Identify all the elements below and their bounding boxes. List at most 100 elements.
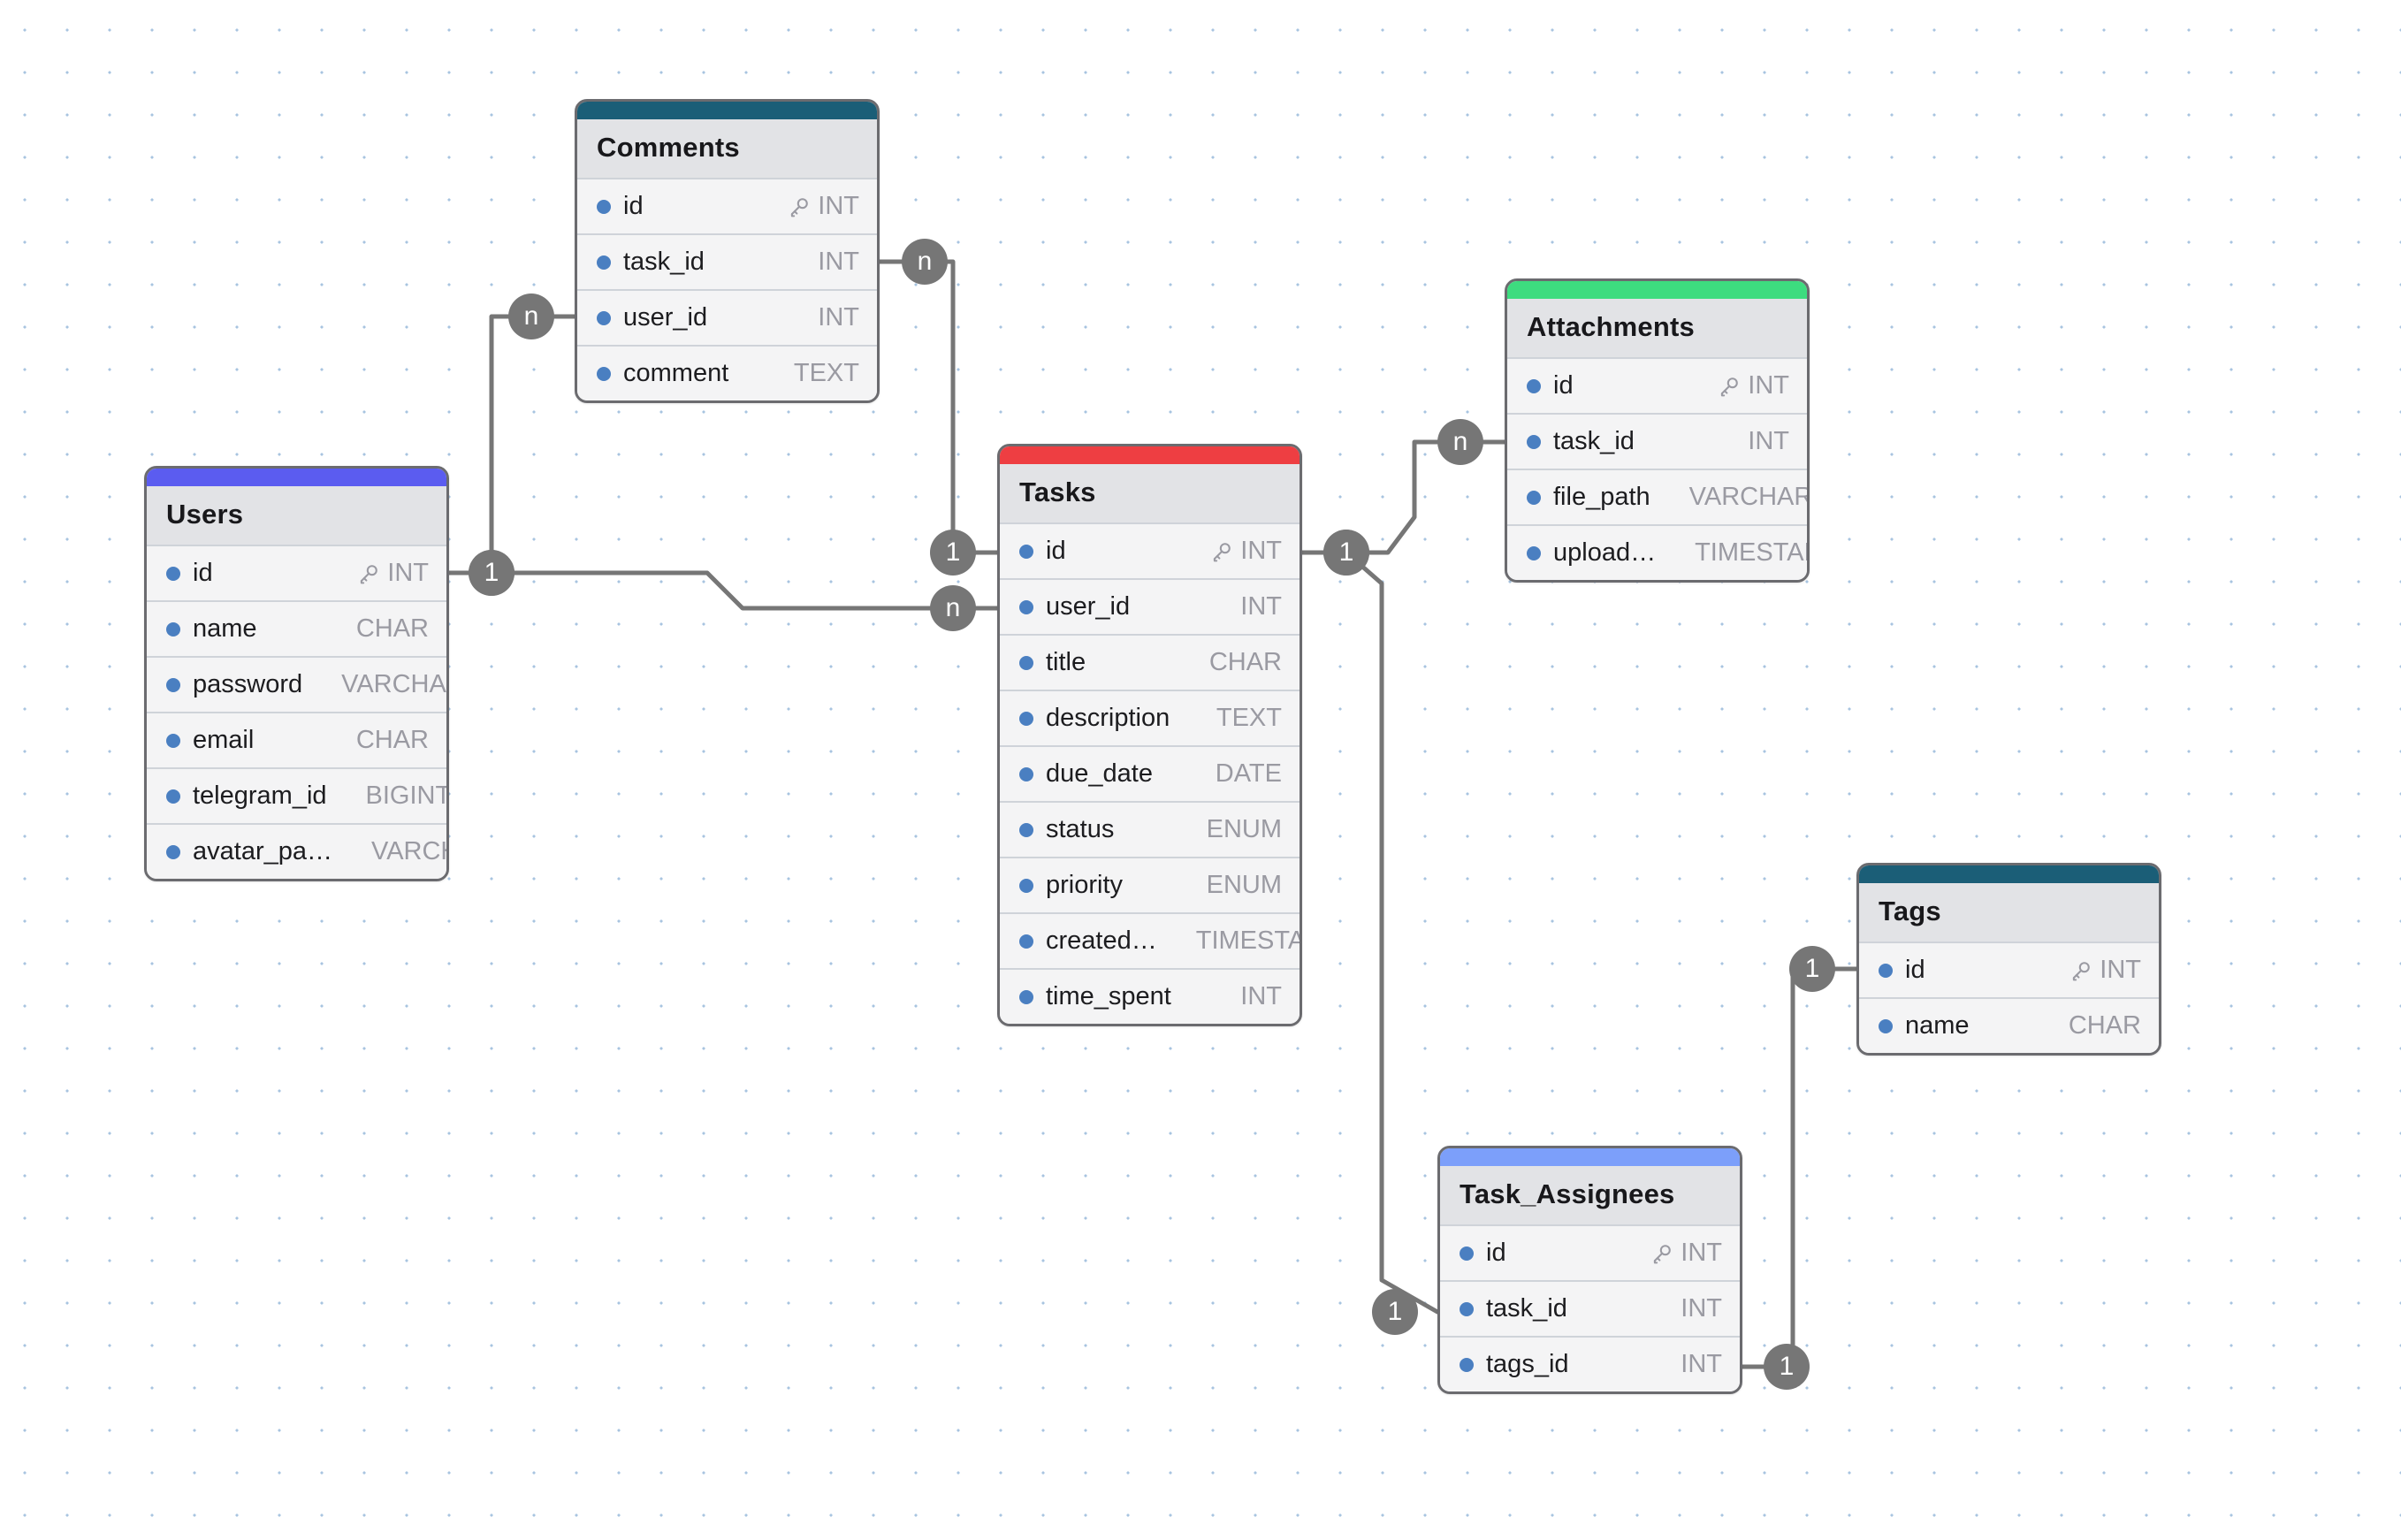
field-bullet-icon	[1527, 490, 1541, 505]
table-field-row[interactable]: task_id INT	[1440, 1280, 1740, 1336]
relationship-line-tasks-task_assignees[interactable]	[1344, 550, 1440, 1315]
field-bullet-icon	[166, 566, 180, 581]
field-type-group: VARCHAR	[341, 670, 446, 699]
field-type-group: INT	[788, 192, 859, 221]
field-type: DATE	[1215, 759, 1282, 788]
table-node-users[interactable]: UsersidINTnameCHARpasswordVARCHARemailCH…	[144, 466, 449, 881]
field-name: task_id	[1553, 427, 1635, 455]
field-type: VARCHAR	[341, 670, 446, 698]
field-type: INT	[818, 248, 859, 276]
field-name: name	[1905, 1011, 1970, 1040]
cardinality-badge: 1	[1372, 1289, 1418, 1335]
field-bullet-icon	[597, 199, 611, 214]
field-name: avatar_pa…	[193, 837, 332, 865]
table-field-row[interactable]: tags_id INT	[1440, 1336, 1740, 1391]
field-type: ENUM	[1206, 871, 1282, 899]
field-type-group: TIMESTAMP	[1695, 538, 1807, 568]
field-bullet-icon	[166, 621, 180, 637]
cardinality-badge: 1	[930, 530, 976, 576]
primary-key-icon	[357, 562, 380, 585]
field-type: INT	[1240, 592, 1282, 621]
field-type: INT	[1240, 982, 1282, 1010]
field-bullet-icon	[1527, 378, 1541, 393]
field-name: task_id	[1486, 1294, 1567, 1323]
field-name: user_id	[1046, 592, 1131, 621]
field-type: TEXT	[1216, 704, 1282, 732]
field-name: comment	[623, 359, 729, 387]
field-bullet-icon	[1879, 1018, 1893, 1033]
field-type-group: TEXT	[1216, 704, 1282, 733]
field-type: VARCHAR	[371, 837, 446, 865]
table-field-row[interactable]: avatar_pa… VARCHAR	[147, 823, 446, 879]
field-bullet-icon	[1460, 1357, 1474, 1372]
field-type: INT	[2100, 956, 2141, 984]
field-name: tags_id	[1486, 1350, 1569, 1378]
field-type: TIMESTAMP	[1695, 538, 1807, 567]
field-type-group: ENUM	[1207, 815, 1282, 844]
table-field-row[interactable]: user_id INT	[1000, 578, 1300, 634]
field-type-group: INT	[1681, 1294, 1722, 1323]
field-bullet-icon	[1019, 544, 1033, 559]
field-type: INT	[1681, 1294, 1722, 1323]
field-type: BIGINT	[365, 781, 449, 810]
field-name: description	[1046, 704, 1170, 732]
table-field-row[interactable]: upload… TIMESTAMP	[1507, 524, 1807, 580]
field-name: title	[1046, 648, 1086, 676]
relationship-line-tasks-comments[interactable]	[877, 259, 1000, 555]
table-field-row[interactable]: created…TIMESTAMP	[1000, 912, 1300, 968]
table-field-row[interactable]: passwordVARCHAR	[147, 656, 446, 712]
table-title: Tasks	[1000, 464, 1300, 522]
table-field-row[interactable]: description TEXT	[1000, 690, 1300, 745]
cardinality-badge: n	[508, 294, 554, 339]
relationship-line-users-tasks[interactable]	[446, 570, 1000, 611]
field-name: id	[1553, 371, 1574, 400]
field-name: id	[1905, 956, 1925, 984]
field-type-group: INT	[818, 248, 859, 277]
table-title: Tags	[1859, 883, 2159, 942]
field-name: upload…	[1553, 538, 1657, 567]
relationship-line-users-comments[interactable]	[446, 314, 577, 576]
field-bullet-icon	[166, 733, 180, 748]
relationship-line-tags-task_assignees[interactable]	[1740, 966, 1859, 1369]
cardinality-badge: 1	[1789, 946, 1835, 992]
table-title: Users	[147, 486, 446, 545]
field-name: id	[1486, 1239, 1506, 1267]
table-field-row[interactable]: title CHAR	[1000, 634, 1300, 690]
field-type-group: CHAR	[1209, 648, 1282, 677]
table-field-row[interactable]: id INT	[1859, 942, 2159, 997]
table-accent-bar	[1507, 281, 1807, 299]
primary-key-icon	[1210, 540, 1233, 563]
field-type: INT	[1681, 1350, 1722, 1378]
field-bullet-icon	[166, 677, 180, 692]
field-bullet-icon	[166, 789, 180, 804]
field-type-group: INT	[1240, 592, 1282, 621]
field-bullet-icon	[1019, 822, 1033, 837]
primary-key-icon	[788, 195, 811, 218]
field-name: created…	[1046, 926, 1157, 955]
table-title: Attachments	[1507, 299, 1807, 357]
